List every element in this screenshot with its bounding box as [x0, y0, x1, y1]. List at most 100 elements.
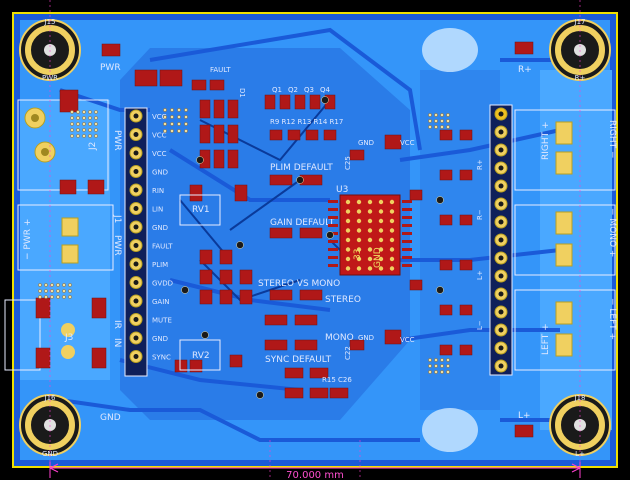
j1-pad-2[interactable]	[61, 244, 79, 264]
via-large	[436, 196, 444, 204]
l-minus-header: L−	[476, 320, 484, 330]
via	[428, 370, 432, 374]
u3-chip-gnd: GND	[373, 247, 383, 268]
via	[440, 364, 444, 368]
via	[446, 113, 450, 117]
header-pin-drill	[133, 224, 139, 230]
via	[68, 295, 72, 299]
via-group	[38, 96, 450, 399]
header-pin-label: VCC	[152, 132, 167, 140]
j2-label: PWR	[112, 130, 122, 151]
in-label: IN	[112, 338, 122, 347]
output-pin-drill	[498, 201, 504, 207]
output-pin-drill	[498, 255, 504, 261]
mount-hole-br-ref: J18	[574, 394, 586, 402]
header-pin-label: VCC	[152, 113, 167, 121]
u3-ref: U3	[336, 185, 348, 195]
left-terminal-outline	[514, 289, 616, 371]
mono-plus-pad[interactable]	[555, 211, 573, 235]
via	[170, 115, 174, 119]
via	[82, 110, 86, 114]
via	[428, 125, 432, 129]
thermal-via	[356, 218, 362, 224]
thermal-via	[356, 247, 362, 252]
thermal-via	[367, 228, 373, 233]
via	[76, 128, 80, 132]
mono-side-label: − MONO +	[607, 208, 617, 257]
copper-region-right	[420, 70, 500, 410]
via	[94, 134, 98, 138]
header-pin-label: GND	[152, 224, 168, 232]
via-large	[236, 241, 244, 249]
right-minus-pad[interactable]	[555, 151, 573, 175]
output-pin-drill	[498, 165, 504, 171]
right-terminal-outline	[514, 109, 616, 191]
via	[440, 125, 444, 129]
thermal-via	[345, 209, 351, 214]
logo-mark-bottom	[422, 408, 478, 452]
via	[70, 134, 74, 138]
u3-chip-body[interactable]	[339, 194, 401, 276]
header-pin-drill	[133, 354, 139, 359]
c25-label: C25	[344, 156, 352, 170]
thermal-via	[378, 209, 384, 214]
thermal-via	[345, 247, 351, 252]
output-pin-drill	[498, 111, 504, 117]
lplus-silk-label: L+	[518, 411, 531, 421]
via	[440, 113, 444, 117]
thermal-via	[389, 228, 395, 233]
copper-region-center	[120, 48, 410, 420]
right-plus-pad[interactable]	[555, 121, 573, 145]
gain-default-label: GAIN DEFAULT	[270, 218, 335, 228]
via	[434, 364, 438, 368]
via	[88, 122, 92, 126]
j2-pad-1-drill	[31, 114, 39, 122]
via	[94, 122, 98, 126]
via	[50, 295, 54, 299]
mount-hole-tl-pin: PWR	[42, 74, 58, 82]
header-pin-drill	[133, 280, 139, 285]
thermal-via	[389, 199, 395, 205]
header-pin-label: LIN	[152, 206, 163, 214]
via	[62, 295, 66, 299]
via-large	[181, 286, 189, 294]
thermal-via	[389, 256, 395, 262]
thermal-via	[389, 237, 395, 243]
right-minus-label: RIGHT −	[607, 120, 617, 159]
via	[184, 122, 188, 126]
l-plus-header: L+	[476, 270, 484, 280]
j1-pad-1[interactable]	[61, 217, 79, 237]
via	[76, 110, 80, 114]
rv2-label[interactable]: RV2	[192, 351, 210, 361]
left-plus-pad[interactable]	[555, 301, 573, 325]
via	[177, 108, 181, 112]
output-pin-drill	[498, 129, 504, 135]
mono-minus-pad[interactable]	[555, 243, 573, 267]
thermal-via	[367, 266, 373, 271]
mount-hole-bl-pin: GND	[42, 450, 58, 458]
via	[62, 283, 66, 287]
left-plus-label: LEFT +	[541, 323, 551, 355]
via	[88, 134, 92, 138]
via	[68, 289, 72, 293]
output-pin-drill	[498, 309, 504, 315]
output-pin-drill	[498, 237, 504, 243]
via	[82, 134, 86, 138]
header-pin-drill	[133, 261, 139, 267]
q4-label: Q4	[320, 86, 331, 94]
mount-hole-bl-ref: J16	[44, 394, 57, 402]
thermal-via	[345, 199, 351, 205]
via	[163, 108, 167, 112]
via	[434, 125, 438, 129]
thermal-via	[345, 237, 351, 243]
via	[56, 283, 60, 287]
j3-pad-2[interactable]	[61, 345, 75, 359]
thermal-via	[378, 228, 384, 233]
rv1-label[interactable]: RV1	[192, 205, 210, 215]
j3-pad-1[interactable]	[61, 323, 75, 337]
plim-default-label: PLIM DEFAULT	[270, 163, 333, 173]
left-minus-pad[interactable]	[555, 333, 573, 357]
via	[56, 295, 60, 299]
logo-mark-top	[422, 28, 478, 72]
